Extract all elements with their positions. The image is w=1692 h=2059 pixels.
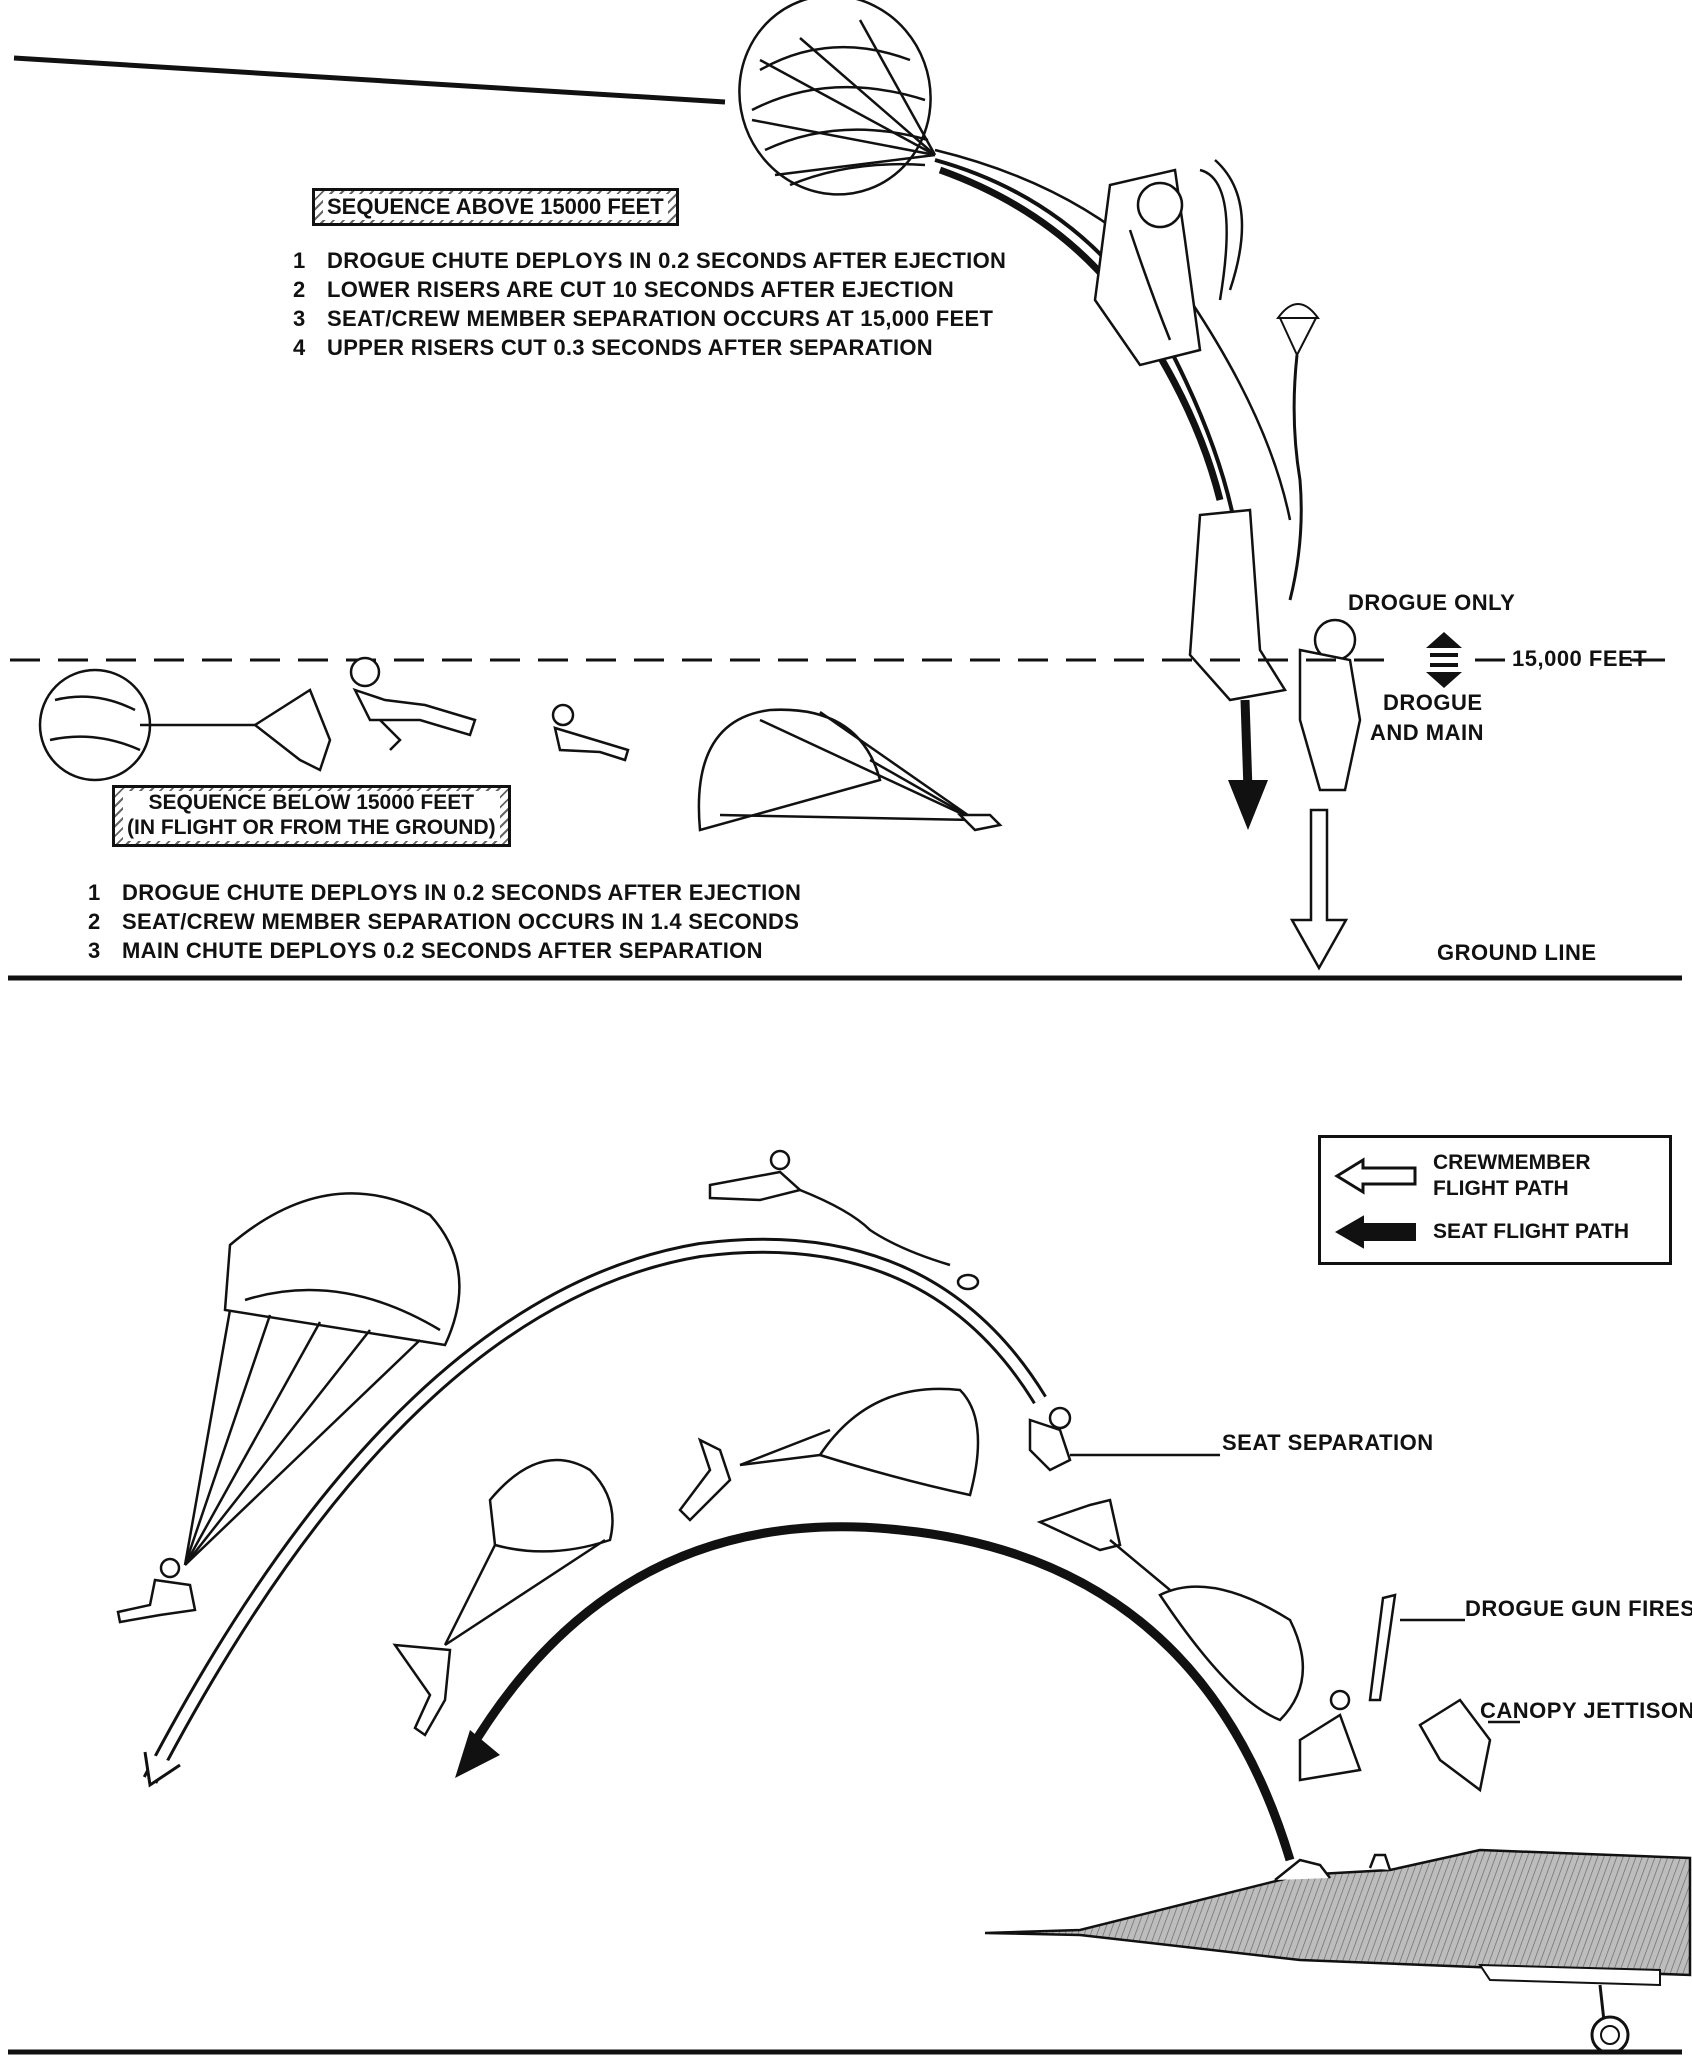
white-arrow-icon (1334, 1157, 1417, 1195)
canopy-jettison-label: CANOPY JETTISON (1480, 1698, 1692, 1723)
seat-separation-label: SEAT SEPARATION (1222, 1430, 1434, 1455)
ground-line-label: GROUND LINE (1437, 940, 1597, 965)
empty-seat-falling (1188, 508, 1288, 702)
crewmember-under-main-chute (116, 1557, 197, 1624)
drogue-only-label: DROGUE ONLY (1348, 590, 1516, 615)
crewmember-with-drogue-top (708, 1149, 980, 1291)
upper-sequence-title-box: SEQUENCE ABOVE 15000 FEET (312, 188, 679, 226)
main-chute-deployed (183, 1192, 461, 1566)
altitude-15000-label: 15,000 FEET (1512, 646, 1648, 671)
flight-path-legend: CREWMEMBER FLIGHT PATH SEAT FLIGHT PATH (1318, 1135, 1672, 1265)
upper-sequence-title: SEQUENCE ABOVE 15000 FEET (323, 194, 668, 220)
drogue-on-seat-left (392, 1458, 614, 1737)
drogue-chute-top (738, 0, 937, 196)
lower-sequence-title-box: SEQUENCE BELOW 15000 FEET (IN FLIGHT OR … (112, 785, 511, 847)
drogue-gun (1368, 1593, 1397, 1702)
drogue-gun-fires-label: DROGUE GUN FIRES (1465, 1596, 1692, 1621)
crewmember-separated-1 (349, 656, 477, 751)
canopy-jettisoned (1418, 1698, 1492, 1793)
aircraft-trail-line (13, 55, 726, 105)
legend-seat-row: SEAT FLIGHT PATH (1333, 1214, 1629, 1250)
crewmember-separated-2 (551, 703, 630, 762)
drogue-and-main-label-line2: AND MAIN (1370, 720, 1484, 745)
drogue-on-seat-middle (678, 1387, 980, 1522)
crewmember-at-altitude (1298, 618, 1362, 792)
legend-crewmember-line2: FLIGHT PATH (1433, 1177, 1569, 1200)
lower-sequence-title-line1: SEQUENCE BELOW 15000 FEET (123, 791, 500, 816)
small-drogue-chute (1276, 303, 1320, 356)
drogue-chute-below (38, 668, 332, 782)
crewmember-path-arrow-upper (1289, 808, 1349, 971)
crewmember-seat-separation (1028, 1406, 1072, 1472)
altitude-indicator-arrows (1426, 632, 1462, 688)
drogue-and-main-label-line1: DROGUE (1383, 690, 1483, 715)
crewmember-in-seat-upper (1093, 159, 1244, 367)
seat-ejecting-from-aircraft (1298, 1689, 1362, 1782)
seat-path-arrow-upper (1240, 699, 1253, 791)
legend-crewmember-line1: CREWMEMBER (1433, 1151, 1591, 1174)
crewmember-flight-path-arc (142, 1237, 1047, 1788)
seat-flight-path-arc (455, 1522, 1295, 1862)
main-chute-below (697, 708, 1003, 832)
lower-sequence-title-line2: (IN FLIGHT OR FROM THE GROUND) (123, 815, 500, 841)
aircraft-fuselage (984, 1848, 1692, 2055)
black-arrow-icon (1334, 1215, 1416, 1249)
legend-seat-label: SEAT FLIGHT PATH (1433, 1220, 1629, 1243)
legend-crewmember-row: CREWMEMBER FLIGHT PATH (1333, 1150, 1591, 1202)
seat-with-drogue-right (1036, 1498, 1305, 1722)
